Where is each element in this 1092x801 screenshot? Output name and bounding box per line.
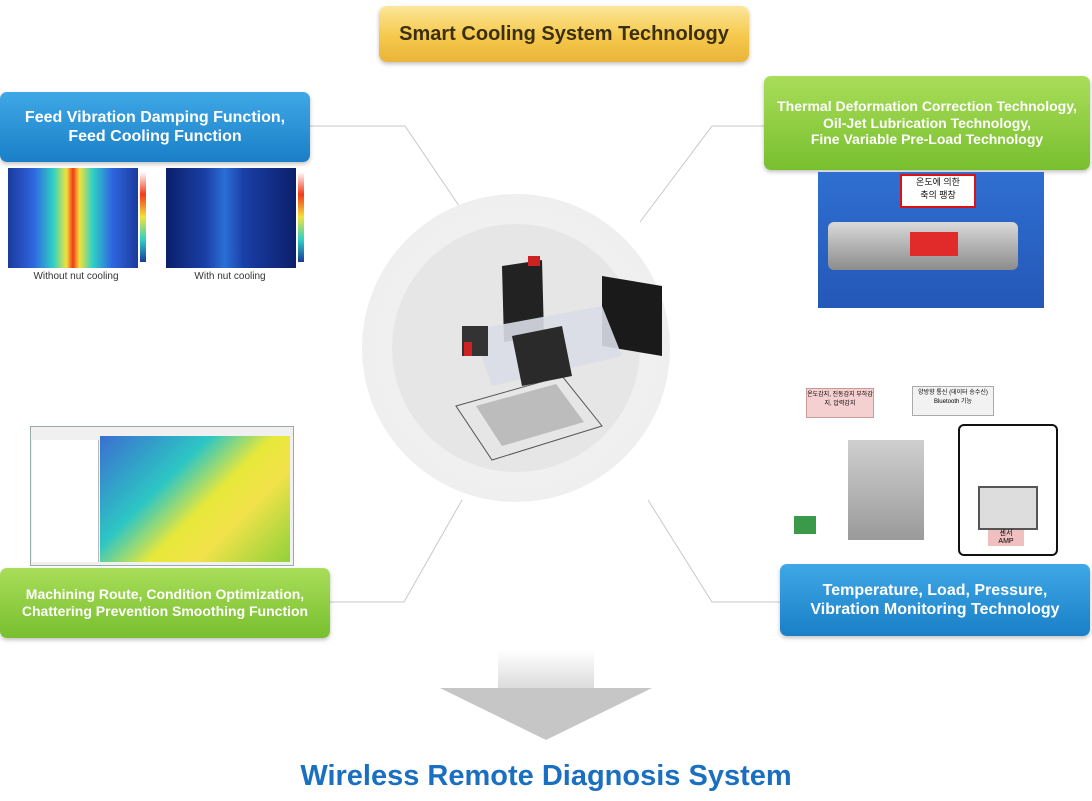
machine-tool-figure: [848, 440, 924, 540]
machining-optimization-label: Machining Route, Condition Optimization,…: [0, 568, 330, 638]
machining-label-line1: Machining Route, Condition Optimization,: [25, 586, 305, 603]
thermal-image-without-cooling: [8, 168, 138, 268]
amp-text: AMP: [998, 538, 1014, 545]
cam-tree-panel: [32, 440, 99, 562]
machining-center-image: [455, 256, 662, 461]
caption-without-cooling: Without nut cooling: [33, 271, 119, 282]
thermal-scale-right: [298, 172, 304, 262]
feed-cooling-label: Feed Vibration Damping Function, Feed Co…: [0, 92, 310, 162]
caption-with-cooling: With nut cooling: [194, 271, 266, 282]
bluetooth-comm-box: 양방향 통신 (데이터 송수신) Bluetooth 기능: [912, 386, 994, 416]
down-arrow-shaft: [498, 650, 594, 694]
spindle-note-line1: 온도에 의한: [916, 177, 960, 187]
thermal-label-line2: Oil-Jet Lubrication Technology,: [823, 114, 1031, 131]
title-badge: Smart Cooling System Technology: [379, 6, 749, 62]
monitoring-label-line1: Temperature, Load, Pressure,: [822, 581, 1048, 599]
connector-thermal: [639, 125, 764, 223]
thermal-scale-left: [140, 172, 146, 262]
thermal-image-with-cooling: [166, 168, 296, 268]
connector-monitoring: [647, 499, 780, 603]
sensor-detection-box: 온도감지, 진동감지 부하감지, 압력감지: [806, 388, 874, 418]
cam-3d-view: [100, 436, 290, 562]
spindle-note-line2: 축의 팽창: [920, 190, 956, 200]
connector-feed: [310, 125, 471, 223]
sensor-amp-label: 센서 AMP: [988, 530, 1024, 546]
connector-machining: [330, 499, 463, 603]
feed-label-line1: Feed Vibration Damping Function,: [24, 108, 286, 126]
page-title: Smart Cooling System Technology: [399, 22, 729, 45]
spindle-heat-zone: [910, 232, 958, 256]
feed-label-line2: Feed Cooling Function: [68, 128, 242, 145]
sensor-board-icon: [794, 516, 816, 534]
thermal-label-line3: Fine Variable Pre-Load Technology: [810, 131, 1044, 148]
spindle-expansion-note: 온도에 의한 축의 팽창: [900, 174, 976, 208]
monitor-screen-icon: [978, 486, 1038, 530]
sensor-text: 센서: [999, 530, 1013, 537]
thermal-label-line1: Thermal Deformation Correction Technolog…: [777, 97, 1077, 114]
thermal-correction-label: Thermal Deformation Correction Technolog…: [764, 76, 1090, 170]
down-arrow-icon: [440, 688, 652, 740]
machining-label-line2: Chattering Prevention Smoothing Function: [21, 603, 309, 619]
bottom-title: Wireless Remote Diagnosis System: [300, 760, 792, 792]
monitoring-technology-label: Temperature, Load, Pressure, Vibration M…: [780, 564, 1090, 636]
monitoring-label-line2: Vibration Monitoring Technology: [810, 601, 1060, 618]
